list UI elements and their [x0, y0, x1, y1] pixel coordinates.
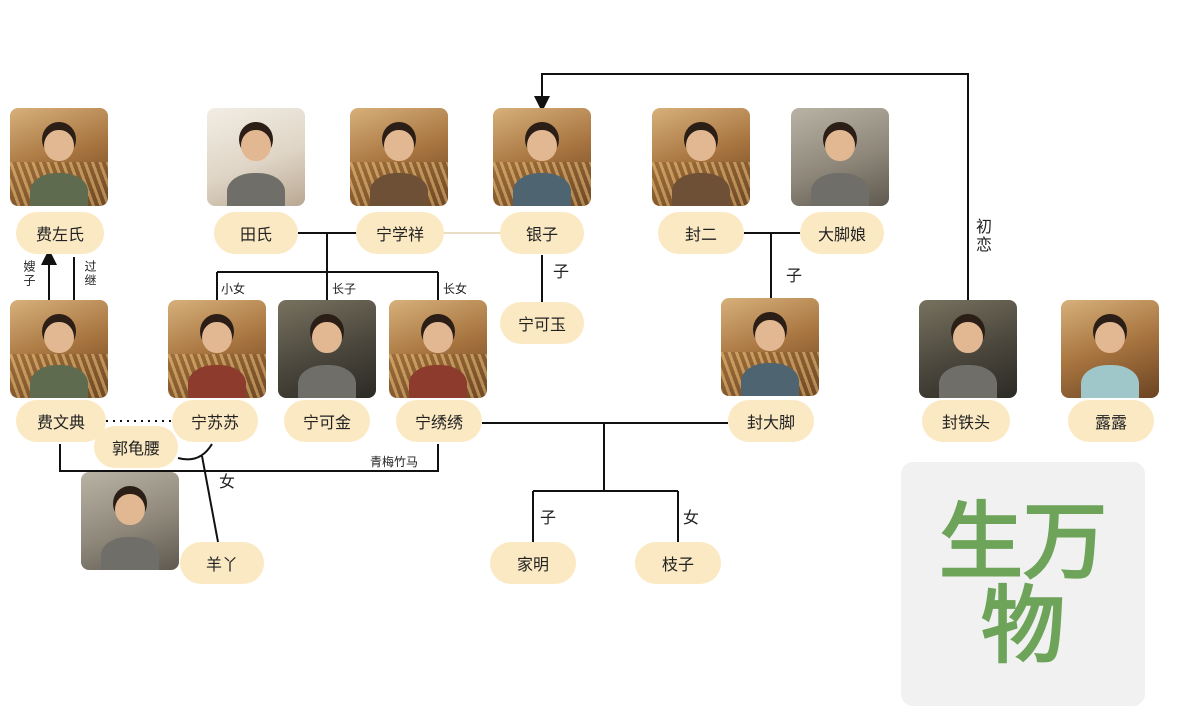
name-jia-ming: 家明 [490, 542, 576, 584]
photo-ning-xiu-xiu [389, 300, 487, 398]
name-fei-zuo-shi: 费左氏 [16, 212, 104, 254]
name-ning-su-su: 宁苏苏 [172, 400, 258, 442]
photo-feng-da-jiao [721, 298, 819, 396]
name-feng-da-jiao: 封大脚 [728, 400, 814, 442]
photo-ning-su-su [168, 300, 266, 398]
line-to-yangya [201, 455, 219, 543]
label-zi-jia-ming: 子 [540, 508, 557, 527]
label-xiao-nv: 小女 [221, 282, 246, 296]
photo-feng-tie-tou [919, 300, 1017, 398]
name-ning-ke-jin: 宁可金 [284, 400, 370, 442]
name-yang-ya: 羊丫 [180, 542, 264, 584]
line-qingmeizhuma [59, 444, 439, 472]
name-yin-zi: 银子 [500, 212, 584, 254]
line-guoguiyao-ningsusu-curve [177, 443, 213, 461]
label-zi-feng: 子 [786, 266, 803, 285]
label-qing-mei-zhu-ma: 青梅竹马 [370, 455, 419, 469]
photo-feng-er [652, 108, 750, 206]
label-nv-yang-ya: 女 [219, 472, 236, 491]
label-nv-zhi-zi: 女 [683, 508, 700, 527]
name-da-jiao-niang: 大脚娘 [800, 212, 884, 254]
photo-fei-wen-dian [10, 300, 108, 398]
logo-panel: 生万物 [901, 462, 1145, 706]
label-guo-ji: 过继 [83, 260, 97, 288]
name-guo-gui-yao: 郭龟腰 [94, 426, 178, 468]
name-zhi-zi: 枝子 [635, 542, 721, 584]
photo-ning-xue-xiang [350, 108, 448, 206]
label-zhang-zi: 长子 [332, 282, 357, 296]
name-feng-tie-tou: 封铁头 [922, 400, 1010, 442]
label-sao-zi: 嫂子 [22, 260, 36, 288]
photo-ning-ke-jin [278, 300, 376, 398]
photo-guo-gui-yao [81, 472, 179, 570]
name-ning-ke-yu: 宁可玉 [500, 302, 584, 344]
name-ning-xue-xiang: 宁学祥 [356, 212, 444, 254]
name-tian-shi: 田氏 [214, 212, 298, 254]
photo-tian-shi [207, 108, 305, 206]
line-chulian-arrow [534, 73, 969, 300]
photo-yin-zi [493, 108, 591, 206]
name-fei-wen-dian: 费文典 [16, 400, 106, 442]
label-chu-lian: 初恋 [973, 218, 992, 254]
logo-calligraphy: 生万物 [938, 492, 1107, 675]
photo-lu-lu [1061, 300, 1159, 398]
name-lu-lu: 露露 [1068, 400, 1154, 442]
name-feng-er: 封二 [658, 212, 744, 254]
photo-fei-zuo-shi [10, 108, 108, 206]
label-zi-yin-zi: 子 [553, 262, 570, 281]
photo-da-jiao-niang [791, 108, 889, 206]
name-ning-xiu-xiu: 宁绣绣 [396, 400, 482, 442]
label-zhang-nv: 长女 [443, 282, 468, 296]
